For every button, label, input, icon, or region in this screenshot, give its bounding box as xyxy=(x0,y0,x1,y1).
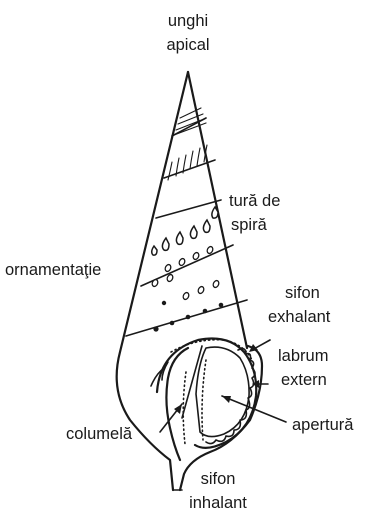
aperture-region xyxy=(151,339,256,461)
ornament-solid-dots xyxy=(153,301,223,332)
label-whorl-line2: spiră xyxy=(231,216,268,234)
label-exhalant-siphon: sifon exhalant xyxy=(268,284,331,326)
label-outer-lip: labrum extern xyxy=(278,347,328,389)
label-outer-lip-line1: labrum xyxy=(278,347,328,365)
label-inhalant-siphon-line1: sifon xyxy=(201,470,236,488)
label-outer-lip-line2: extern xyxy=(281,371,327,389)
whorl-sutures xyxy=(126,118,247,336)
ornament-ovals xyxy=(151,246,220,301)
label-exhalant-siphon-line1: sifon xyxy=(285,284,320,302)
label-apical-angle-line1: unghi xyxy=(168,12,208,30)
label-apical-angle-line2: apical xyxy=(166,36,209,54)
label-inhalant-siphon-line2: inhalant xyxy=(189,494,247,512)
label-apical-angle: unghi apical xyxy=(166,12,209,54)
label-exhalant-siphon-line2: exhalant xyxy=(268,308,331,326)
label-aperture: apertură xyxy=(292,416,354,434)
label-columella: columelă xyxy=(66,425,133,443)
label-ornamentation: ornamentaţie xyxy=(5,261,101,279)
label-inhalant-siphon: sifon inhalant xyxy=(189,470,247,512)
label-whorl-line1: tură de xyxy=(229,192,280,210)
label-whorl: tură de spiră xyxy=(229,192,280,234)
